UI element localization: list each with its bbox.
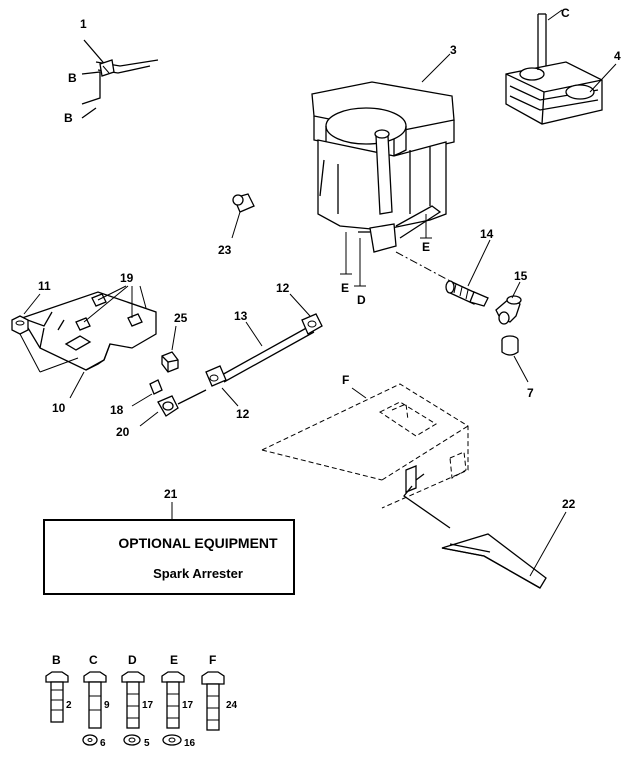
- ref-letter-f: F: [342, 373, 349, 387]
- part-25-square-nut: [161, 351, 179, 373]
- callout-21: 23: [218, 243, 232, 257]
- hardware-washer-number-e: 16: [184, 738, 196, 749]
- hardware-letter-d: D: [128, 653, 137, 667]
- hardware-washer-number-d: 5: [144, 738, 150, 749]
- part-4-muffler: [505, 13, 603, 125]
- hardware-washer-number-b: 6: [100, 738, 106, 749]
- hardware-bolt-d: D 17 5: [121, 653, 154, 749]
- hardware-row: B 2 6 C 9 D 17: [45, 653, 238, 749]
- hardware-bolt-number-b: 2: [66, 700, 72, 711]
- part-10-heat-shield: [21, 291, 157, 371]
- part-7-cap: [501, 335, 519, 356]
- callout-7: 7: [527, 386, 534, 400]
- callout-11: 11: [38, 279, 51, 293]
- callout-13: 13: [234, 309, 248, 323]
- hardware-bolt-number-d: 17: [142, 700, 154, 711]
- callout-14: 14: [480, 227, 494, 241]
- callout-19: 19: [120, 271, 134, 285]
- part-23-deflector: [441, 533, 547, 589]
- optional-equipment-subtitle: Spark Arrester: [153, 566, 243, 581]
- hardware-letter-e: E: [170, 653, 178, 667]
- hardware-bolt-c: C 9: [83, 653, 110, 729]
- callout-1: 1: [80, 17, 87, 31]
- optional-equipment-box: [43, 519, 295, 595]
- part-14-exhaust-pipe: [445, 280, 489, 307]
- part-3-engine: [311, 81, 455, 253]
- hardware-bolt-number-c: 9: [104, 700, 110, 711]
- ref-letter-b-2: B: [64, 111, 73, 125]
- part-21-clip: [232, 193, 255, 213]
- callout-12-bottom: 12: [236, 407, 250, 421]
- callout-22: 21: [164, 487, 178, 501]
- ref-letter-c: C: [561, 6, 570, 20]
- part-18-clip: [149, 379, 163, 395]
- ref-letter-b-1: B: [68, 71, 77, 85]
- part-13-rod: [205, 313, 323, 387]
- ref-letter-e-1: E: [422, 240, 430, 254]
- hardware-bolt-e: E 17 16: [161, 653, 196, 749]
- callout-4: 4: [614, 49, 621, 63]
- callout-18: 18: [110, 403, 124, 417]
- hardware-letter-b: B: [52, 653, 61, 667]
- callout-25: 25: [174, 311, 188, 325]
- callout-10: 10: [52, 401, 66, 415]
- callout-23: 22: [562, 497, 576, 511]
- callout-12-top: 12: [276, 281, 290, 295]
- frame-section: [261, 383, 469, 529]
- part-20-swivel: [157, 389, 207, 417]
- hardware-bolt-b: B 2 6: [45, 653, 106, 749]
- ref-letter-d: D: [357, 293, 366, 307]
- callout-20: 20: [116, 425, 130, 439]
- hardware-bolt-number-f: 24: [226, 700, 238, 711]
- hardware-letter-c: C: [89, 653, 98, 667]
- part-11-nut: [11, 315, 29, 335]
- callout-3: 3: [450, 43, 457, 57]
- hardware-bolt-f: F 24: [201, 653, 238, 731]
- hardware-letter-f: F: [209, 653, 216, 667]
- hardware-bolt-number-e: 17: [182, 700, 194, 711]
- ref-letter-e-2: E: [341, 281, 349, 295]
- callout-15: 15: [514, 269, 528, 283]
- part-15-elbow: [495, 295, 522, 325]
- optional-equipment-title: OPTIONAL EQUIPMENT: [118, 535, 278, 551]
- part-1-cable-bracket: [81, 39, 159, 119]
